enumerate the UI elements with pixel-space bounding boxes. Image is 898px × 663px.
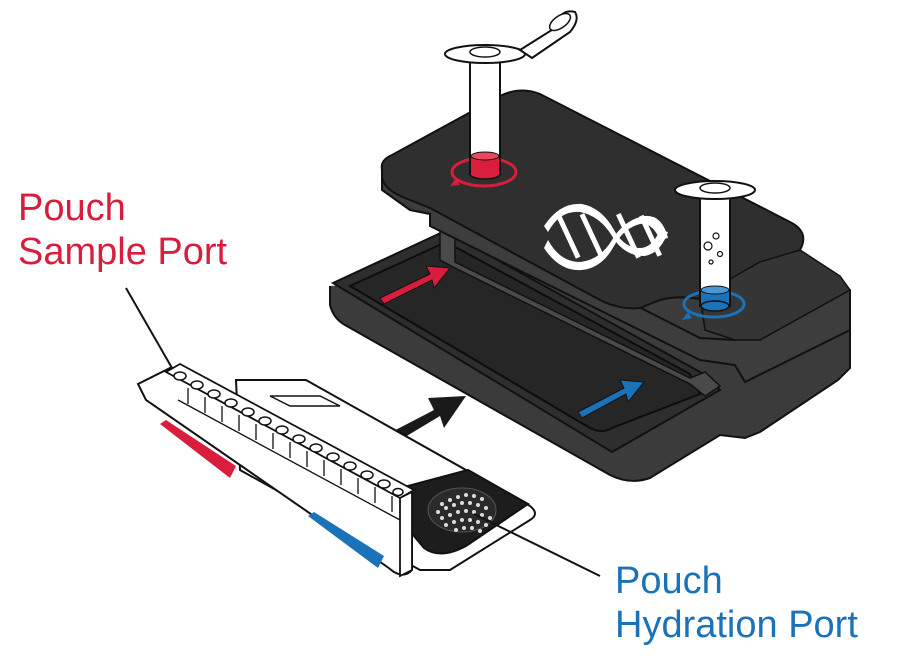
sample-vial-liquid: [471, 156, 499, 174]
sample-port-leader-line: [125, 287, 173, 369]
pouch-sample-stripe: [160, 420, 236, 478]
pouch-hydration-port-label: Pouch Hydration Port: [615, 559, 858, 647]
sample-channel-arrow: [379, 265, 451, 305]
pouch: [136, 362, 536, 578]
hydration-vial: [674, 180, 756, 320]
loading-station: [329, 89, 852, 482]
pouch-hydration-port-label-line1: Pouch: [615, 560, 723, 602]
helix-logo-icon: [544, 203, 668, 271]
pouch-sample-port-label: Pouch Sample Port: [18, 186, 227, 274]
pouch-sample-port-label-line2: Sample Port: [18, 231, 228, 273]
arrow-up-right-icon: [384, 396, 466, 446]
station-channel-wall: [439, 228, 722, 397]
pouch-hydration-port-label-line2: Hydration Port: [615, 604, 858, 646]
pouch-end-post: [399, 490, 413, 578]
sample-vial: [444, 10, 578, 188]
pouch-hydration-port: [427, 487, 497, 533]
pouch-hydration-stripe: [308, 512, 384, 568]
sample-vial-ring-arrow: [450, 178, 460, 186]
hydration-channel-arrow: [577, 379, 645, 419]
pouch-sample-port-label-line1: Pouch: [18, 187, 126, 229]
hydration-port-leader-line: [473, 513, 601, 577]
station-block-lip: [699, 249, 852, 341]
pouch-sample-wells: [173, 371, 404, 497]
hydration-vial-ring-arrow: [682, 312, 692, 320]
